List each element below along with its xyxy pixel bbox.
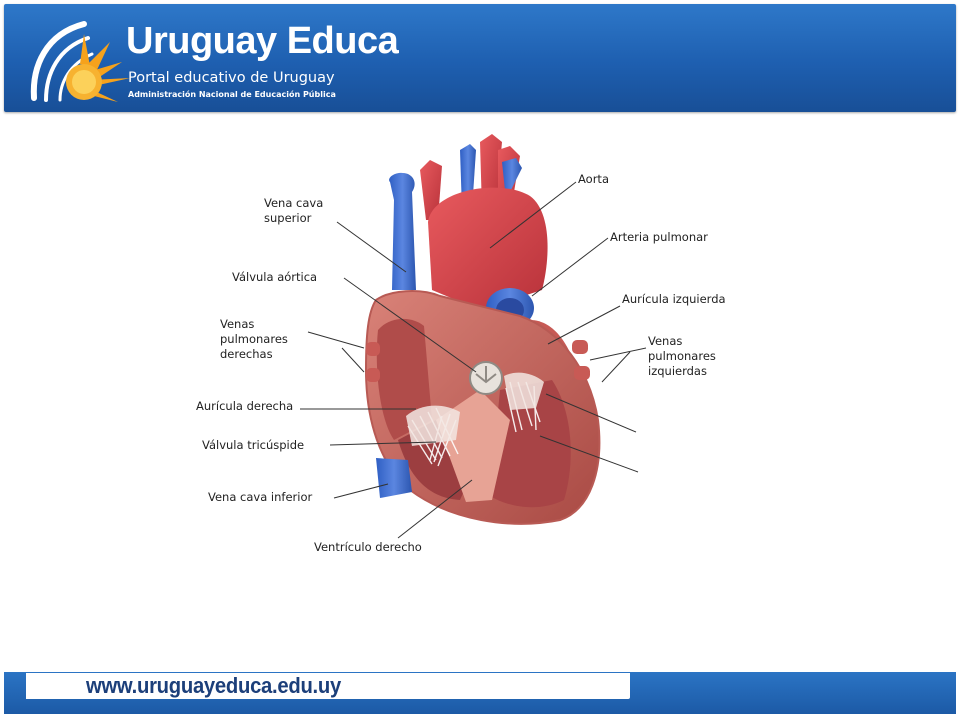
label-ventriculo-derecho: Ventrículo derecho (314, 540, 422, 554)
label-valvula-aortica: Válvula aórtica (232, 270, 318, 284)
heart-diagram: Vena cava superior Válvula aórtica Venas… (180, 120, 780, 580)
label-vena-cava-superior: Vena cava superior (264, 196, 324, 225)
label-aorta: Aorta (578, 172, 609, 186)
label-arteria-pulmonar: Arteria pulmonar (610, 230, 708, 244)
footer-url-panel (26, 673, 630, 699)
label-venas-pulmonares-izquierdas: Venas pulmonares izquierdas (648, 334, 716, 378)
brand-administration: Administración Nacional de Educación Púb… (128, 90, 336, 99)
brand-subtitle: Portal educativo de Uruguay (128, 70, 335, 86)
label-auricula-izquierda: Aurícula izquierda (622, 292, 726, 306)
header-banner: Uruguay Educa Portal educativo de Urugua… (4, 4, 956, 112)
heart-illustration (300, 134, 647, 539)
label-venas-pulmonares-derechas: Venas pulmonares derechas (220, 317, 288, 361)
label-valvula-tricuspide: Válvula tricúspide (202, 438, 305, 452)
uruguay-educa-logo-icon[interactable] (26, 16, 136, 106)
label-vena-cava-inferior: Vena cava inferior (208, 490, 313, 504)
label-auricula-derecha: Aurícula derecha (196, 399, 294, 413)
footer-url-link[interactable]: www.uruguayeduca.edu.uy (86, 673, 341, 698)
brand-title: Uruguay Educa (126, 20, 399, 62)
